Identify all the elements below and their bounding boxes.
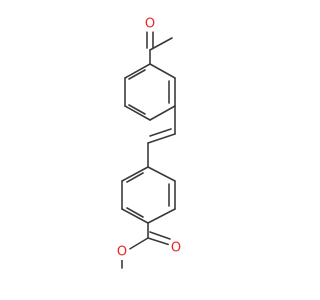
- bond-ester-c-o: [127, 237, 149, 251]
- molecule-structure: O O O: [114, 16, 184, 269]
- bond-ester-co-a: [147, 237, 171, 246]
- ring1-inner-bond: [128, 104, 146, 115]
- upper-benzene-ring: [124, 63, 176, 121]
- methyl-ester-group: [121, 222, 171, 269]
- lower-benzene-ring: [121, 166, 176, 224]
- ring2-bond: [147, 208, 176, 224]
- ring2-bond: [147, 166, 176, 182]
- ring2-inner-bond: [126, 172, 144, 183]
- ring2-inner-bond: [126, 207, 144, 218]
- ester-carbonyl-oxygen-label: O: [171, 241, 181, 256]
- bond-ester-co-b: [149, 231, 171, 240]
- ketone-oxygen: O: [142, 16, 158, 32]
- bond-vinyl-double-b: [149, 128, 172, 137]
- ring2-bond: [121, 166, 149, 182]
- ring1-bond: [149, 105, 176, 121]
- acetyl-group: [146, 31, 173, 65]
- vinylene-linker: [147, 105, 176, 168]
- ring1-bond: [124, 105, 151, 121]
- ester-ether-oxygen: O: [114, 244, 130, 260]
- ketone-oxygen-label: O: [145, 17, 155, 32]
- ring2-bond: [121, 208, 149, 224]
- bond-vinyl-double-a: [147, 133, 176, 144]
- ester-ether-oxygen-label: O: [117, 245, 127, 260]
- ester-carbonyl-oxygen: O: [168, 240, 184, 256]
- ring1-bond: [149, 63, 176, 79]
- ring1-bond: [124, 63, 151, 79]
- ring1-inner-bond: [128, 69, 146, 80]
